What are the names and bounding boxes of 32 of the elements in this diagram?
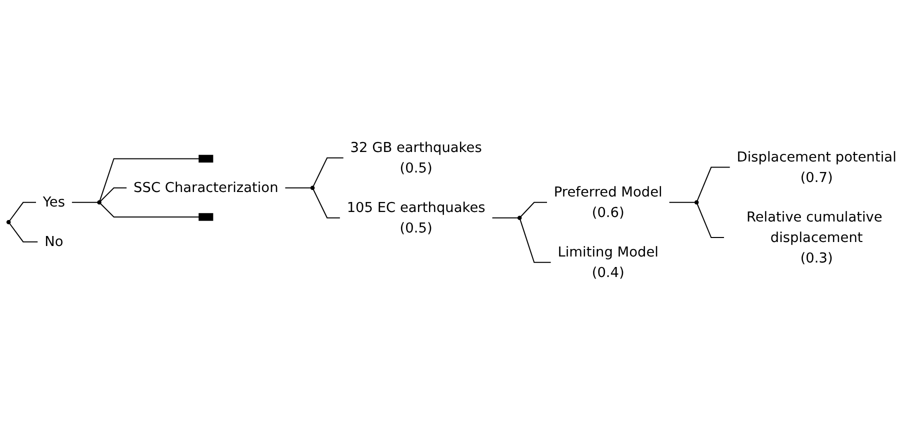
node-text: No [44, 234, 64, 250]
connector [100, 188, 127, 202]
connector [696, 167, 730, 202]
node-circle [6, 220, 11, 225]
node-text: Limiting Model (0.4) [558, 244, 658, 281]
node-bar [198, 155, 214, 163]
connector [100, 204, 200, 218]
connector [696, 204, 724, 238]
node-circle [310, 186, 315, 190]
node-bar [198, 214, 214, 222]
node-text: Relative cumulative displacement (0.3) [746, 208, 882, 266]
connector [285, 188, 311, 189]
node-text: 105 EC earthquakes (0.5) [346, 199, 486, 236]
node-circle [517, 216, 522, 220]
connector [9, 202, 36, 222]
logic-tree-diagram: Yes No SSC Characterization 32 GB earthquakes (0.5) 105 EC earthquakes (0.5) Preferred Model (0.6) Limiting Model (0.4) Displacement potential (0.7) Relative cumulative displacement (0.3) [0, 127, 916, 294]
node-text: Preferred Model (0.6) [554, 184, 662, 221]
node-text: SSC Characterization [134, 180, 278, 196]
connector [520, 202, 547, 218]
connector [9, 224, 38, 243]
connector [312, 190, 340, 219]
connector [312, 158, 344, 187]
node-circle [97, 200, 102, 205]
node-circle [694, 200, 699, 205]
connector [99, 158, 200, 202]
connector [669, 202, 695, 204]
connector [520, 220, 551, 264]
connector [72, 202, 98, 204]
connector [492, 218, 518, 219]
node-text: Displacement potential (0.7) [736, 148, 896, 186]
node-text: Yes [42, 194, 65, 210]
node-text: 32 GB earthquakes (0.5) [350, 139, 482, 176]
